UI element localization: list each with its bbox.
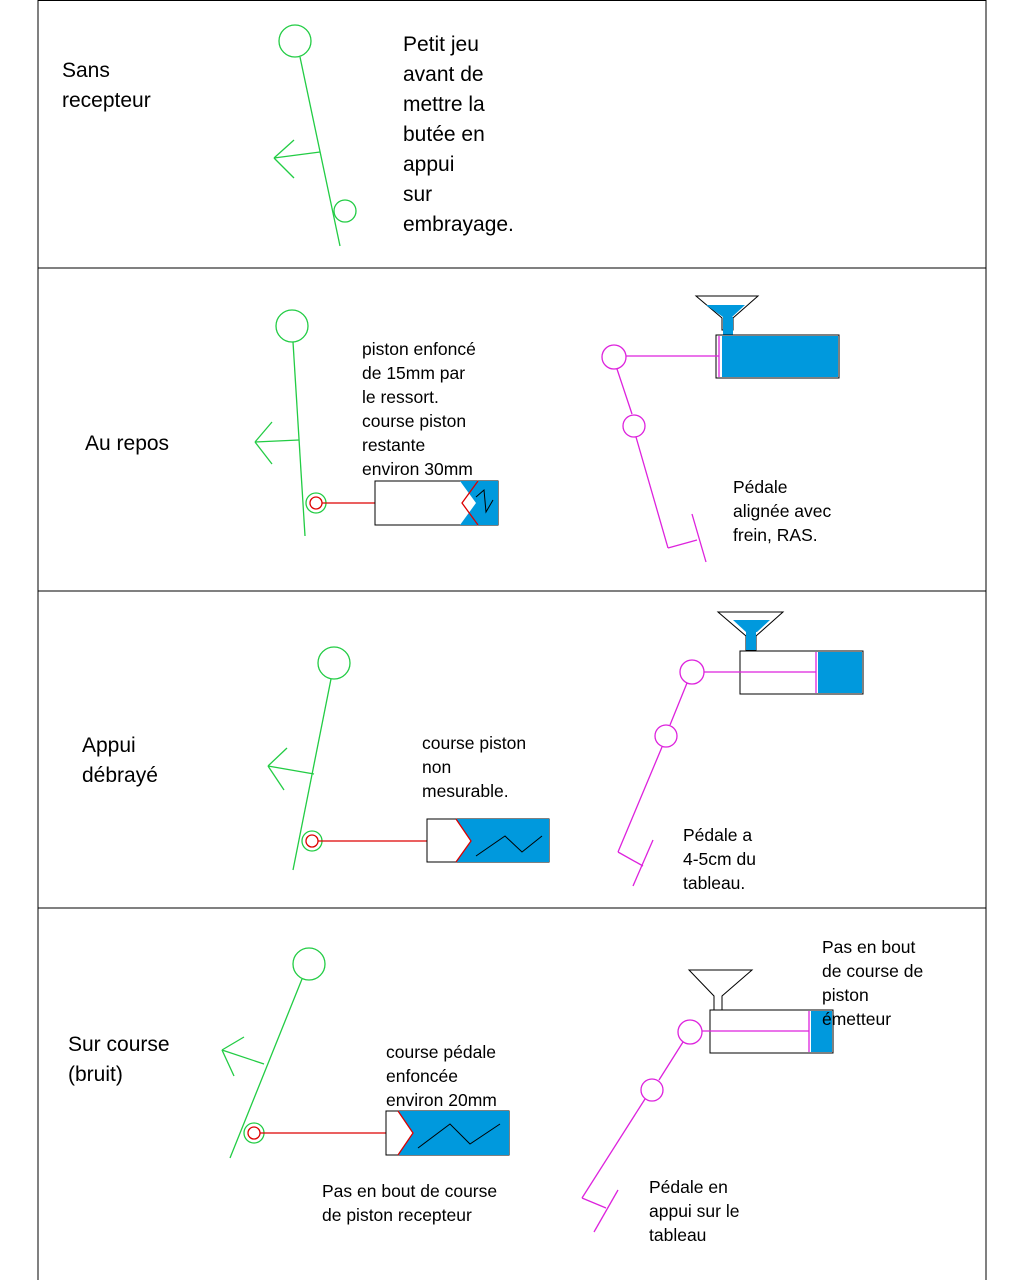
reservoir-4 [687, 969, 754, 1011]
fork-arm-2 [292, 341, 306, 537]
slave-cylinder-3 [301, 818, 550, 863]
fork-bearing-1 [333, 199, 357, 223]
panel-2-pedal-note: Pédale alignée avec frein, RAS. [733, 477, 832, 545]
fork-arm-4 [229, 978, 303, 1159]
slave-cylinder-2 [305, 480, 499, 526]
slave-fluid-3 [456, 819, 549, 862]
panel-4-receiver-bottom-note: Pas en bout de course de piston recepteu… [322, 1181, 498, 1225]
pedal-arm-3 [617, 746, 663, 853]
pedal-arm-2 [635, 436, 669, 549]
pedal-pad-2 [691, 513, 707, 563]
panel-4-receiver-note: course pédale enfoncée environ 20mm [386, 1042, 497, 1110]
panel-1-title: Sans recepteur [62, 59, 151, 112]
slave-fluid-4 [398, 1111, 509, 1155]
pedal-joint-4 [640, 1078, 664, 1102]
pedal-arm-4 [581, 1098, 646, 1199]
panel-4-pedal-note: Pédale en appui sur le tableau [649, 1177, 740, 1245]
direction-arrow-1 [273, 151, 321, 159]
direction-arrow-4 [221, 1049, 265, 1065]
direction-arrow-3 [267, 765, 315, 775]
fork-pivot-4 [292, 947, 326, 981]
master-fluid-2 [722, 336, 838, 377]
pedal-joint-3 [654, 724, 678, 748]
pedal-assembly-2 [601, 295, 840, 563]
panel-2-title: Au repos [85, 432, 170, 455]
fork-arm-1 [299, 56, 341, 247]
clutch-fork-4 [221, 947, 326, 1159]
spring-4 [417, 1123, 501, 1149]
panel-2-receiver-note: piston enfoncé de 15mm par le ressort. c… [362, 339, 476, 479]
panel-3-title: Appui débrayé [82, 734, 158, 787]
fork-arm-3 [292, 678, 332, 871]
clutch-fork-1 [273, 24, 357, 247]
pedal-assembly-3 [617, 611, 864, 887]
pedal-pad-3 [632, 839, 654, 887]
panel-1-note: Petit jeu avant de mettre la butée en ap… [403, 33, 514, 236]
pedal-pivot-2 [601, 344, 627, 370]
clutch-fork-2 [254, 309, 309, 537]
fork-pivot-3 [317, 646, 351, 680]
pedal-pad-4 [593, 1189, 619, 1233]
panel-3-receiver-note: course piston non mesurable. [422, 733, 527, 801]
pedal-assembly-4 [581, 969, 834, 1233]
panel-borders [37, 0, 987, 1280]
pedal-pivot-3 [679, 659, 705, 685]
fork-pivot-1 [278, 24, 312, 58]
clutch-fork-3 [267, 646, 351, 871]
panel-3-pedal-note: Pédale a 4-5cm du tableau. [683, 825, 756, 893]
spring-2 [475, 488, 494, 514]
direction-arrow-2 [254, 439, 300, 443]
pedal-pivot-4 [677, 1019, 703, 1045]
fork-pivot-2 [275, 309, 309, 343]
panel-4-title: Sur course (bruit) [68, 1033, 170, 1086]
slave-cylinder-4 [243, 1110, 510, 1156]
pedal-joint-2 [622, 414, 646, 438]
panel-4-emitter-note: Pas en bout de course de piston émetteur [822, 937, 924, 1029]
master-fluid-3 [818, 652, 862, 693]
spring-3 [475, 835, 543, 857]
master-fluid-4 [811, 1011, 832, 1052]
